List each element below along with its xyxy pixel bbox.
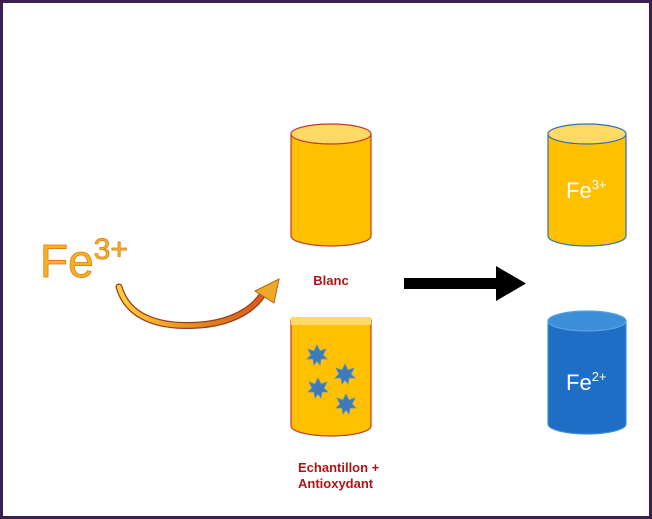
sample-label-line2: Antioxydant [298,476,374,491]
result-cylinder-fe2 [547,310,627,435]
reactant-symbol: Fe [40,235,94,287]
result-fe3-symbol: Fe [566,178,592,203]
result-fe3-charge: 3+ [592,177,607,192]
curved-arrow-icon [115,278,280,329]
reactant-charge: 3+ [94,233,128,266]
result-fe3-label: Fe3+ [566,177,607,203]
sample-label: Echantillon + Antioxydant [298,460,383,491]
blank-cylinder [290,123,372,247]
sample-cylinder [290,317,372,437]
result-fe2-symbol: Fe [566,370,592,395]
right-arrow-icon [404,266,526,301]
result-fe2-label: Fe2+ [566,369,607,395]
result-cylinder-fe3 [547,123,627,247]
star-molecule-icon [306,344,357,415]
reactant-label: Fe3+ [40,233,128,287]
result-fe2-charge: 2+ [592,369,607,384]
sample-label-line1: Echantillon + [298,460,380,475]
blank-label: Blanc [313,273,348,288]
